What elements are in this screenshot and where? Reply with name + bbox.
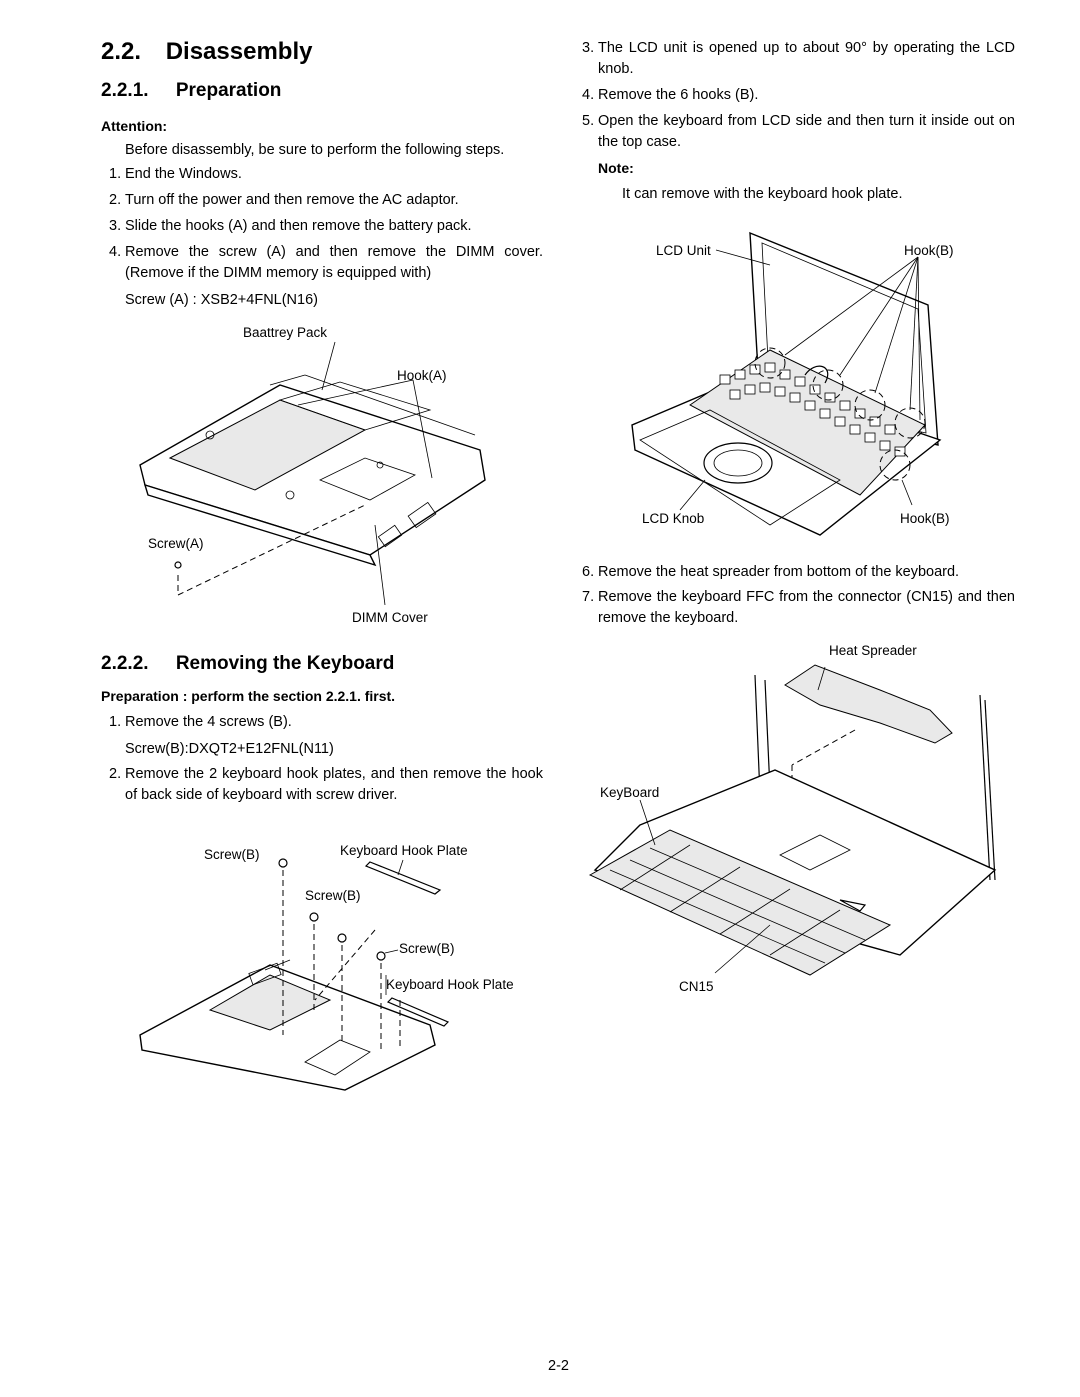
label-hook-b: Hook(B) (904, 243, 954, 258)
prep-step: 1. End the Windows. (109, 166, 242, 182)
label-screw-b: Screw(B) (305, 888, 361, 903)
keys (719, 362, 906, 457)
section-heading: 2.2. Disassembly (101, 38, 312, 66)
label-cn15: CN15 (679, 979, 714, 994)
prep-step: 2. Turn off the power and then remove th… (109, 192, 459, 208)
screw-a-spec: Screw (A) : XSB2+4FNL(N16) (125, 292, 318, 308)
figure-laptop-bottom (139, 341, 486, 606)
label-keyboard: KeyBoard (600, 785, 660, 800)
right-step: 5. Open the keyboard from LCD side and t… (582, 113, 1015, 150)
label-hook-plate: Keyboard Hook Plate (340, 843, 468, 858)
right-step: 4. Remove the 6 hooks (B). (582, 87, 759, 103)
subsection-number: 2.2.1. (101, 80, 149, 101)
label-dimm-cover: DIMM Cover (352, 610, 428, 625)
label-hook-plate: Keyboard Hook Plate (386, 977, 514, 992)
right-step: 3. The LCD unit is opened up to about 90… (582, 40, 1015, 77)
right-step: 7. Remove the keyboard FFC from the conn… (582, 589, 1015, 626)
figure-screws-b (139, 858, 450, 1091)
label-hook-a: Hook(A) (397, 368, 447, 383)
label-battery-pack: Baattrey Pack (243, 325, 328, 340)
prep-step: 3. Slide the hooks (A) and then remove t… (109, 218, 472, 234)
label-screw-b: Screw(B) (204, 847, 260, 862)
section-number: 2.2. (101, 38, 142, 65)
note-label: Note: (598, 160, 634, 176)
figure-keyboard-lift (631, 231, 942, 536)
attention-intro: Before disassembly, be sure to perform t… (125, 142, 505, 158)
keyboard-step: 2. Remove the 2 keyboard hook plates, an… (109, 766, 543, 803)
subsection-heading-preparation: 2.2.1. Preparation (101, 80, 281, 102)
subsection-number: 2.2.2. (101, 653, 149, 674)
prep-step: 4. Remove the screw (A) and then remove … (109, 244, 543, 281)
label-heat-spreader: Heat Spreader (829, 643, 917, 658)
right-step: 6. Remove the heat spreader from bottom … (582, 564, 960, 580)
label-screw-a: Screw(A) (148, 536, 204, 551)
attention-label: Attention: (101, 118, 168, 134)
preparation-note: Preparation : perform the section 2.2.1.… (101, 688, 396, 704)
label-lcd-unit: LCD Unit (656, 243, 711, 258)
screw-b-spec: Screw(B):DXQT2+E12FNL(N11) (125, 741, 334, 757)
subsection-title: Removing the Keyboard (175, 653, 395, 674)
note-text: It can remove with the keyboard hook pla… (622, 186, 903, 202)
figure-heat-spreader (588, 664, 997, 976)
section-title: Disassembly (165, 38, 313, 65)
page-number: 2-2 (548, 1358, 569, 1374)
keyboard-step: 1. Remove the 4 screws (B). (109, 714, 292, 730)
subsection-heading-keyboard: 2.2.2. Removing the Keyboard (101, 653, 394, 675)
label-hook-b: Hook(B) (900, 511, 950, 526)
keyboard-grid (609, 844, 866, 964)
subsection-title: Preparation (175, 80, 282, 101)
label-screw-b: Screw(B) (399, 941, 455, 956)
label-lcd-knob: LCD Knob (642, 511, 705, 526)
